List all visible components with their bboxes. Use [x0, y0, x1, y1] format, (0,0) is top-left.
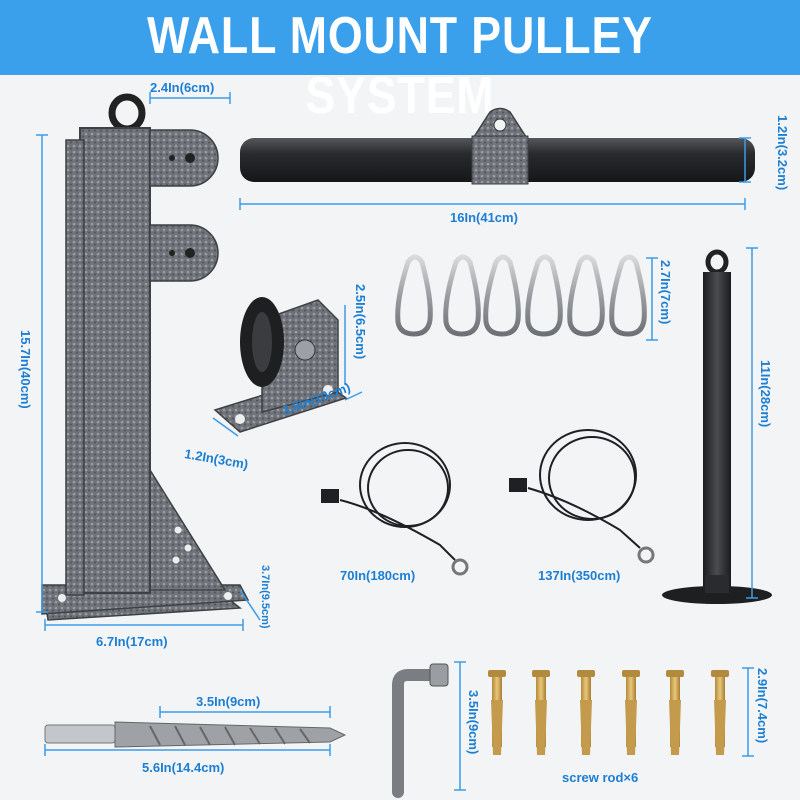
page-title: WALL MOUNT PULLEY SYSTEM	[147, 7, 653, 125]
bracket-base-width-label: 6.7In(17cm)	[96, 634, 168, 649]
wrench-height-label: 3.5In(9cm)	[466, 690, 481, 755]
carabiners	[395, 254, 647, 337]
pulley-height-label: 2.5In(6.5cm)	[353, 284, 368, 360]
cable-short	[321, 442, 469, 576]
loading-pin	[662, 249, 772, 604]
hex-wrench	[392, 663, 449, 798]
screw-height-label: 2.9In(7.4cm)	[755, 668, 770, 744]
loading-pin-height-label: 11In(28cm)	[758, 360, 773, 428]
wall-bracket	[41, 93, 250, 621]
cable-long	[509, 429, 655, 564]
screw-caption: screw rod×6	[562, 770, 639, 785]
bracket-top-width-label: 2.4In(6cm)	[150, 80, 215, 95]
carabiner-height-label: 2.7In(7cm)	[658, 260, 673, 325]
cable-long-label: 137In(350cm)	[538, 568, 621, 583]
dimension-lines	[36, 92, 758, 791]
drill-bit-length-label: 5.6In(14.4cm)	[142, 760, 225, 775]
screw-rods	[488, 670, 729, 755]
title-banner: WALL MOUNT PULLEY SYSTEM	[0, 0, 800, 125]
straight-bar	[240, 107, 755, 185]
drill-bit-tip-label: 3.5In(9cm)	[196, 694, 261, 709]
bar-length-label: 16In(41cm)	[450, 210, 518, 225]
bracket-base-depth-label: 3.7In(9.5cm)	[259, 565, 271, 629]
cable-short-label: 70In(180cm)	[340, 568, 416, 583]
pulley	[213, 297, 348, 433]
bracket-height-label: 15.7In(40cm)	[18, 330, 33, 409]
bar-diameter-label: 1.2In(3.2cm)	[775, 115, 790, 191]
drill-bit	[44, 721, 347, 748]
